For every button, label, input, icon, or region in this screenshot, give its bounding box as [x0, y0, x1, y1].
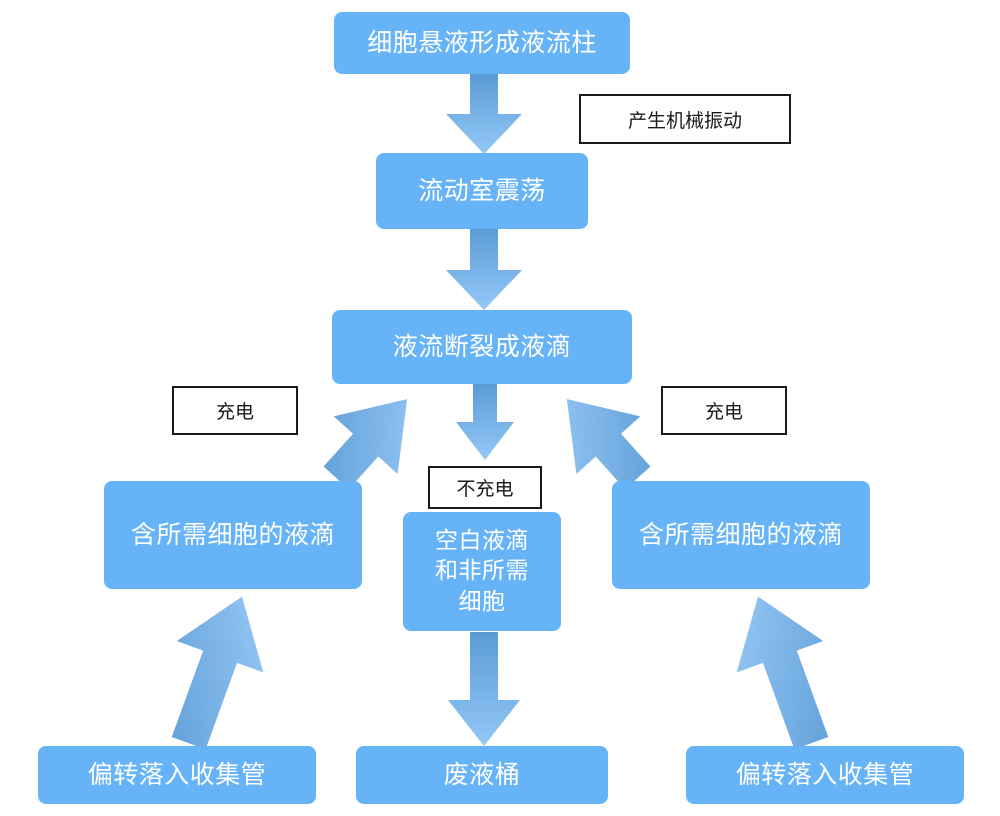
node-label: 含所需细胞的液滴 — [638, 520, 843, 550]
node-waste-container[interactable]: 废液桶 — [356, 746, 608, 804]
label-text: 产生机械振动 — [627, 109, 742, 132]
label-mechanical-vibration[interactable]: 产生机械振动 — [579, 94, 791, 144]
label-text: 不充电 — [456, 478, 514, 500]
arrow-down-n2-n3 — [442, 228, 526, 312]
arrow-down-n1-n2 — [442, 74, 526, 156]
arrow-down-right-n6-n9 — [714, 588, 854, 750]
label-text: 充电 — [704, 401, 743, 423]
node-deflect-into-collection-tube-right[interactable]: 偏转落入收集管 — [686, 746, 964, 804]
node-flow-chamber-oscillation[interactable]: 流动室震荡 — [376, 153, 588, 229]
node-label: 废液桶 — [443, 760, 521, 790]
node-label: 偏转落入收集管 — [735, 760, 915, 790]
node-label: 细胞悬液形成液流柱 — [367, 28, 597, 58]
label-no-charge[interactable]: 不充电 — [428, 466, 542, 509]
arrow-down-right-n3-n6 — [540, 382, 662, 492]
node-cell-suspension-stream[interactable]: 细胞悬液形成液流柱 — [334, 12, 630, 74]
label-text: 充电 — [215, 401, 254, 423]
node-droplet-with-target-cells-right[interactable]: 含所需细胞的液滴 — [612, 481, 870, 589]
node-label: 空白液滴 和非所需 细胞 — [435, 527, 529, 615]
node-label: 含所需细胞的液滴 — [130, 520, 335, 550]
node-label: 液流断裂成液滴 — [392, 332, 572, 362]
node-label: 流动室震荡 — [418, 176, 546, 206]
node-droplet-with-target-cells-left[interactable]: 含所需细胞的液滴 — [104, 481, 362, 589]
arrow-down-n3-n5 — [452, 384, 518, 462]
arrow-down-n5-n8 — [444, 632, 524, 748]
arrow-down-left-n3-n4 — [312, 382, 434, 492]
label-charge-right[interactable]: 充电 — [661, 386, 787, 435]
node-blank-and-nontarget-droplet[interactable]: 空白液滴 和非所需 细胞 — [403, 512, 561, 631]
node-stream-breaks-into-droplets[interactable]: 液流断裂成液滴 — [332, 310, 632, 384]
label-charge-left[interactable]: 充电 — [172, 386, 298, 435]
arrow-down-left-n4-n7 — [146, 588, 286, 750]
node-label: 偏转落入收集管 — [87, 760, 267, 790]
node-deflect-into-collection-tube-left[interactable]: 偏转落入收集管 — [38, 746, 316, 804]
